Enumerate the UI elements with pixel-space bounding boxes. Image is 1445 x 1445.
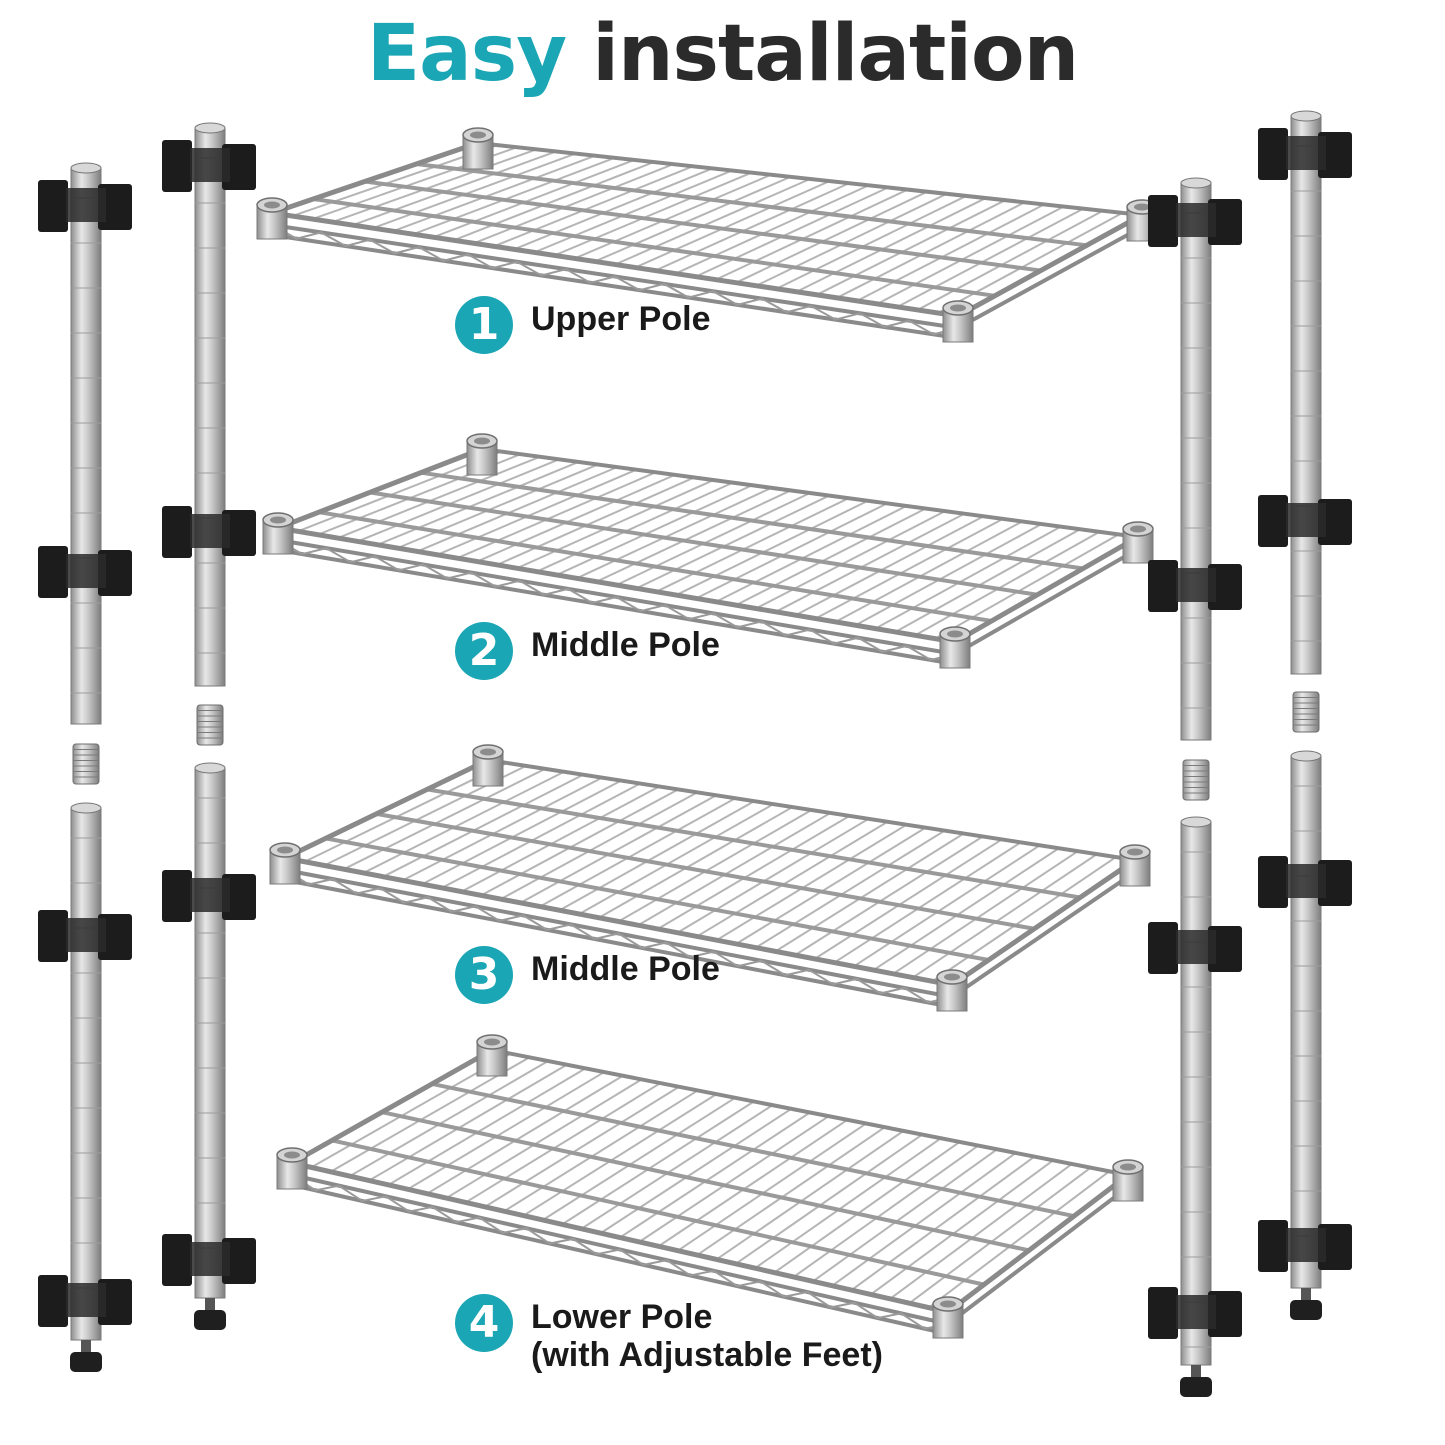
- wire-shelf-icon: [262, 433, 1154, 669]
- shelf-clip-icon: [162, 506, 256, 558]
- page-title: Easy installation: [0, 8, 1445, 100]
- pole-icon: [1258, 750, 1352, 1320]
- shelf-clip-icon: [38, 1275, 132, 1327]
- pole-icon: [38, 802, 132, 1372]
- shelf-clip-icon: [1148, 1287, 1242, 1339]
- step-2: 2 Middle Pole: [455, 622, 720, 680]
- pole-icon: [1148, 816, 1242, 1397]
- pole-connector-icon: [1292, 691, 1320, 733]
- shelf-clip-icon: [38, 180, 132, 232]
- pole-icon: [38, 162, 132, 725]
- shelf-clip-icon: [162, 870, 256, 922]
- shelf-clip-icon: [162, 140, 256, 192]
- step-4-badge: 4: [455, 1294, 513, 1352]
- pole-connector-icon: [196, 704, 224, 746]
- title-rest: installation: [592, 9, 1079, 99]
- step-2-badge: 2: [455, 622, 513, 680]
- shelf-clip-icon: [1258, 1220, 1352, 1272]
- adjustable-foot-icon: [70, 1340, 102, 1372]
- step-1: 1 Upper Pole: [455, 296, 710, 354]
- step-1-label: Upper Pole: [531, 300, 711, 338]
- shelf-clip-icon: [1148, 560, 1242, 612]
- title-accent: Easy: [366, 9, 567, 99]
- shelf-clip-icon: [1258, 856, 1352, 908]
- shelf-clip-icon: [38, 546, 132, 598]
- shelf-clip-icon: [1258, 495, 1352, 547]
- step-3-label: Middle Pole: [531, 950, 720, 988]
- pole-connector-icon: [1182, 759, 1210, 801]
- adjustable-foot-icon: [1290, 1288, 1322, 1320]
- step-1-badge: 1: [455, 296, 513, 354]
- shelf-clip-icon: [1148, 922, 1242, 974]
- pole-connector-icon: [72, 743, 100, 785]
- pole-icon: [1148, 177, 1242, 741]
- step-3-badge: 3: [455, 946, 513, 1004]
- pole-icon: [1258, 110, 1352, 675]
- shelf-clip-icon: [1258, 128, 1352, 180]
- adjustable-foot-icon: [194, 1298, 226, 1330]
- adjustable-foot-icon: [1180, 1365, 1212, 1397]
- shelf-clip-icon: [162, 1234, 256, 1286]
- shelf-clip-icon: [38, 910, 132, 962]
- step-4-label: Lower Pole (with Adjustable Feet): [531, 1298, 883, 1374]
- step-3: 3 Middle Pole: [455, 946, 720, 1004]
- wire-shelf-icon: [256, 127, 1158, 343]
- wire-shelf-icon: [276, 1034, 1144, 1339]
- pole-icon: [162, 762, 256, 1330]
- pole-icon: [162, 122, 256, 687]
- step-4: 4 Lower Pole (with Adjustable Feet): [455, 1294, 883, 1374]
- shelf-clip-icon: [1148, 195, 1242, 247]
- wire-shelf-icon: [269, 744, 1151, 1012]
- step-2-label: Middle Pole: [531, 626, 720, 664]
